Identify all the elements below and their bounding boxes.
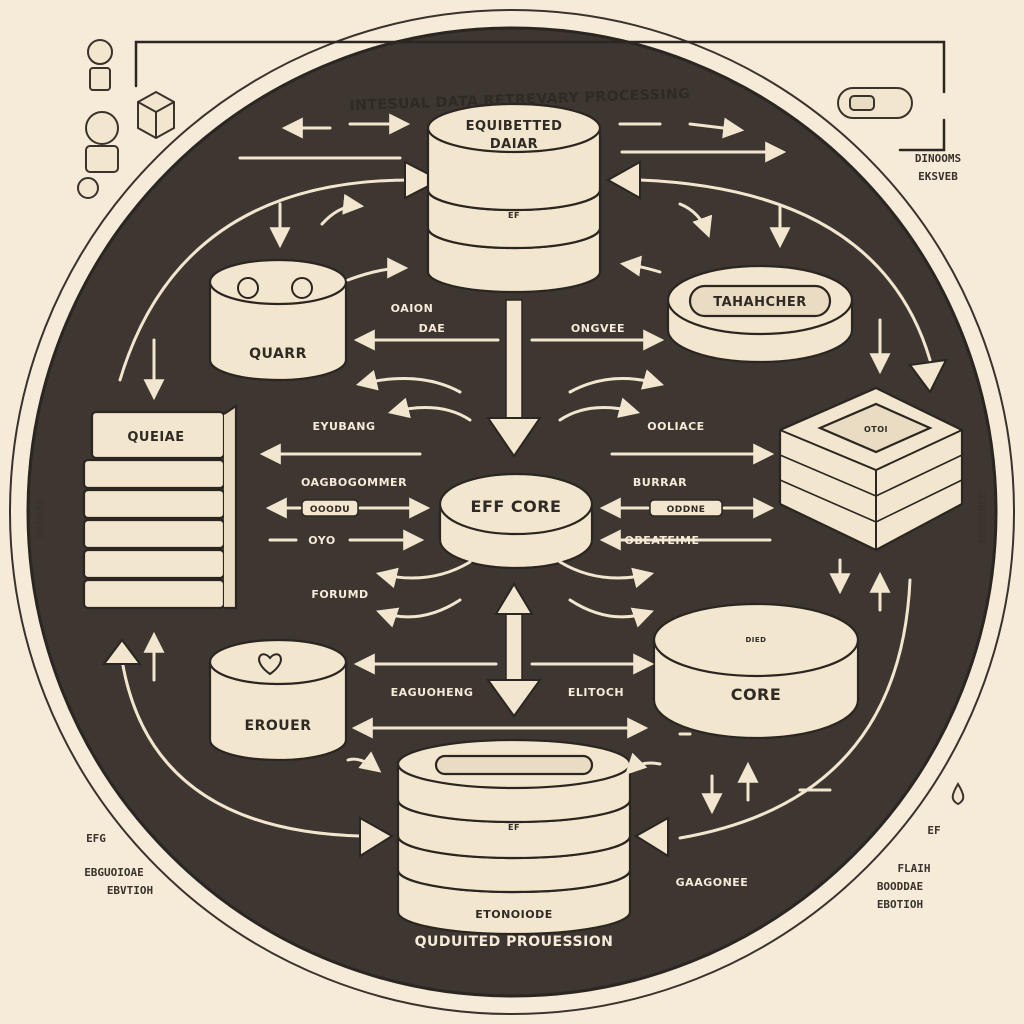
label-oaion: OAION: [391, 302, 434, 315]
right-connector-line: [898, 118, 946, 152]
label-elitoch: ELITOCH: [568, 686, 624, 699]
core-right-disc: [652, 602, 860, 740]
label-booddae: BOODDAE: [877, 880, 923, 893]
top-db-tag: EF: [508, 211, 520, 220]
cube-label: OTOI: [864, 425, 888, 434]
bottom-db-label: ETONOIODE: [475, 908, 553, 921]
erouer-cylinder: [208, 638, 348, 762]
label-bennab: BENNAB: [34, 498, 47, 538]
core-right-label: CORE: [731, 685, 782, 704]
flow-top-left: [118, 178, 412, 382]
queiae-book-stack: [82, 403, 238, 610]
tanaicher-disc: [666, 264, 854, 364]
top-db-label-2: DAIAR: [490, 137, 538, 152]
flow-arrow-head-bottom-left: [102, 638, 142, 665]
inner-labels: OAION DAE ONGVEE EYUBANG OOLIACE OAGBOGO…: [301, 302, 748, 889]
top-connector-line: [134, 40, 946, 94]
flow-arrow-head-bottom-center: [359, 816, 394, 858]
connector-arrows: [143, 113, 891, 815]
label-ooliace: OOLIACE: [647, 420, 704, 433]
diagram-footer: QUDUITED PROUESSION: [415, 934, 614, 950]
label-efg: EFG: [86, 832, 106, 845]
quarr-cylinder: [208, 258, 348, 382]
label-dinooms: DINOOMS: [915, 152, 961, 165]
label-obeateime: OBEATEIME: [625, 534, 700, 547]
label-burrar: BURRAR: [633, 476, 687, 489]
erouer-label: EROUER: [245, 718, 312, 734]
center-down-shaft: [505, 611, 523, 683]
quarr-label: QUARR: [249, 346, 307, 362]
flow-top-right: [638, 178, 932, 362]
core-center-disc: [438, 472, 594, 570]
label-flaih: FLAIH: [897, 862, 930, 875]
label-ebotioh: EBOTIOH: [877, 898, 923, 911]
label-ebvtioh: EBVTIOH: [107, 884, 153, 897]
label-eyubang: EYUBANG: [312, 420, 375, 433]
top-db-label-1: EQUIBETTED: [466, 119, 563, 134]
top-database-stack: [426, 102, 602, 294]
center-up-head: [494, 582, 534, 615]
outer-labels: DINOOMS EKSVEB EFG EBGUOIOAE EBVTIOH EF …: [34, 152, 989, 911]
flow-arrow-head-top-left: [404, 160, 443, 200]
label-ef: EF: [927, 824, 940, 837]
flow-arrow-head-top-center: [605, 160, 641, 200]
label-ongvee: ONGVEE: [571, 322, 625, 335]
down-arrow-head: [486, 417, 542, 458]
down-arrow-shaft: [505, 299, 523, 421]
label-oyo: OYO: [308, 534, 335, 547]
flow-bottom-right: [678, 578, 912, 840]
core-right-tag: DIED: [745, 636, 766, 644]
cube-block: [778, 386, 964, 552]
tanaicher-label: TAHAHCHER: [713, 295, 807, 310]
person-icon: [77, 39, 119, 199]
label-gaagonee: GAAGONEE: [676, 876, 749, 889]
label-abggobee: ABGGOBEE: [976, 492, 989, 545]
capsule-icon: [837, 87, 913, 119]
label-ooodu: OOODU: [310, 505, 350, 515]
flow-bottom-left: [120, 658, 362, 838]
bottom-db-tag: EF: [508, 823, 520, 832]
label-ebguoioae: EBGUOIOAE: [84, 866, 144, 879]
core-center-label: EFF CORE: [471, 497, 562, 516]
label-forumd: FORUMD: [311, 588, 368, 601]
label-eksveb: EKSVEB: [918, 170, 958, 183]
label-oddne: ODDNE: [667, 505, 706, 515]
droplet-icon: [951, 782, 965, 806]
box-icon: [137, 90, 175, 140]
label-dae: DAE: [419, 322, 446, 335]
label-oagbogommer: OAGBOGOMMER: [301, 476, 407, 489]
flow-arrow-head-top-right: [908, 358, 948, 394]
flow-arrow-head-bottom-right: [634, 816, 669, 858]
label-eaguoheng: EAGUOHENG: [391, 686, 474, 699]
center-down-head: [486, 679, 542, 718]
queiae-label: QUEIAE: [127, 430, 184, 445]
outer-ring: [9, 9, 1015, 1015]
bottom-database-stack: [396, 738, 632, 936]
